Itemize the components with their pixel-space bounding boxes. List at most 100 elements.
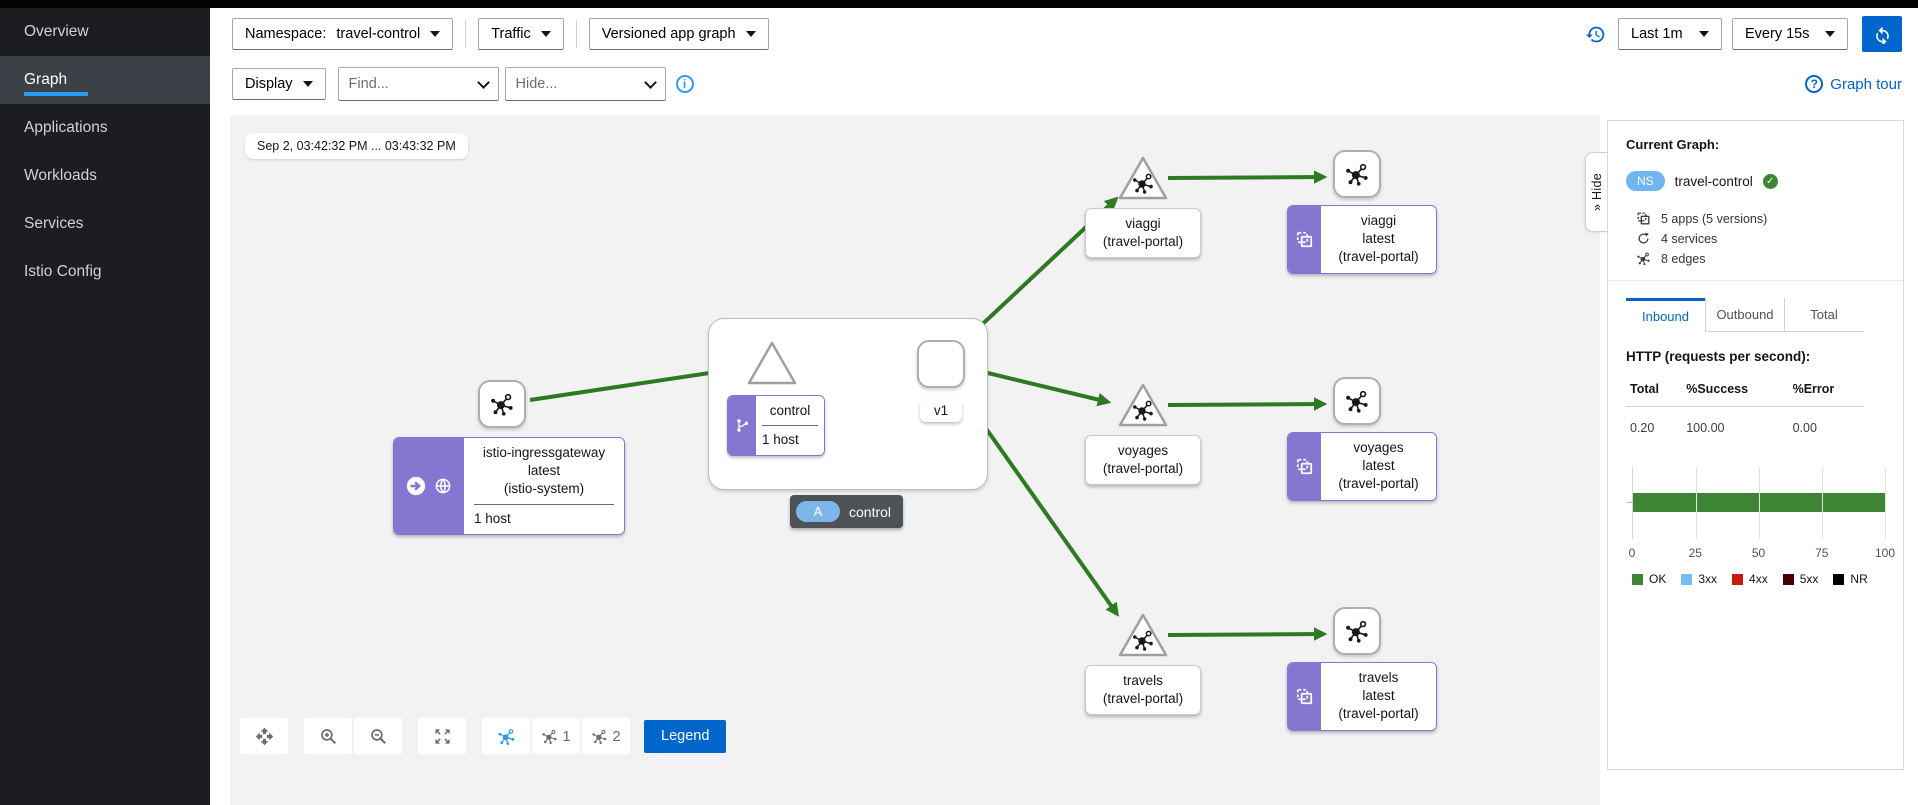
hide-tab-label: » Hide <box>1590 173 1604 211</box>
refresh-interval-dropdown[interactable]: Every 15s <box>1732 18 1848 50</box>
stat-row: 4 services <box>1636 231 1885 246</box>
gateway-icon <box>432 475 454 497</box>
tab-total[interactable]: Total <box>1784 298 1863 332</box>
hide-input-group <box>504 67 666 101</box>
node-name: istio-ingressgateway <box>482 445 606 460</box>
graph-tour-link[interactable]: ? Graph tour <box>1805 75 1902 93</box>
side-panel-hide-tab[interactable]: » Hide <box>1585 152 1608 232</box>
graph-level-2-button[interactable]: 2 <box>582 718 630 754</box>
sidebar-item-label: Applications <box>24 119 108 136</box>
sidebar-item-workloads[interactable]: Workloads <box>0 152 210 200</box>
graph-level-label: 1 <box>562 727 571 745</box>
graph-type-dropdown[interactable]: Versioned app graph <box>588 18 769 50</box>
node-label-travels-app[interactable]: travels latest (travel-portal) <box>1287 662 1437 731</box>
node-label-control-service[interactable]: control 1 host <box>727 395 825 457</box>
chevron-down-icon <box>302 81 313 87</box>
duration-dropdown[interactable]: Last 1m <box>1618 18 1722 50</box>
graph-level-label: 2 <box>612 727 621 745</box>
legend-item-nr: NR <box>1833 572 1868 586</box>
sidebar-item-label: Workloads <box>24 167 97 184</box>
sidebar-item-label: Services <box>24 215 84 232</box>
panel-title: Current Graph: <box>1626 137 1720 152</box>
find-options-chevron-icon[interactable] <box>476 75 490 89</box>
node-version: latest <box>1362 458 1395 474</box>
graph-canvas[interactable]: Sep 2, 03:42:32 PM ... 03:43:32 PM istio… <box>230 115 1600 805</box>
stat-label: 5 apps (5 versions) <box>1661 211 1768 226</box>
table-cell: 0.00 <box>1792 421 1817 435</box>
active-indicator <box>24 92 88 96</box>
zoom-in-button[interactable] <box>304 718 352 754</box>
tab-outbound[interactable]: Outbound <box>1705 298 1784 332</box>
node-istio-ingressgateway[interactable] <box>478 380 526 428</box>
chevron-down-icon <box>540 31 551 37</box>
node-name: voyages <box>1117 443 1169 458</box>
graph-icon <box>541 728 558 745</box>
app-badge-pill: A <box>796 501 840 522</box>
display-dropdown[interactable]: Display <box>232 68 326 100</box>
node-control-service[interactable] <box>745 339 799 387</box>
fit-to-screen-button[interactable] <box>418 718 466 754</box>
graph-level-1-button[interactable]: 1 <box>532 718 580 754</box>
table-header: %Error <box>1792 382 1835 396</box>
zoom-out-icon <box>369 727 388 746</box>
traffic-dropdown[interactable]: Traffic <box>478 18 564 50</box>
time-range-history-icon[interactable] <box>1585 24 1606 45</box>
zoom-in-icon <box>319 727 338 746</box>
node-version: latest <box>1362 231 1395 247</box>
node-voyages-app[interactable] <box>1333 377 1381 425</box>
graph-toolbar-primary: Namespace: travel-control Traffic Versio… <box>210 8 1918 60</box>
node-viaggi-service[interactable] <box>1116 154 1170 202</box>
legend-button[interactable]: Legend <box>644 719 727 753</box>
legend-label: 3xx <box>1698 572 1718 586</box>
node-travels-service[interactable] <box>1116 611 1170 659</box>
node-label-viaggi-app[interactable]: viaggi latest (travel-portal) <box>1287 205 1437 274</box>
node-viaggi-app[interactable] <box>1333 150 1381 198</box>
refresh-button[interactable] <box>1862 16 1902 52</box>
node-label-voyages-service[interactable]: voyages (travel-portal) <box>1085 435 1201 486</box>
node-label-viaggi-service[interactable]: viaggi (travel-portal) <box>1085 208 1201 259</box>
sidebar-item-applications[interactable]: Applications <box>0 104 210 152</box>
node-host: 1 host <box>762 425 818 449</box>
zoom-out-button[interactable] <box>354 718 402 754</box>
node-namespace: (travel-portal) <box>1102 461 1184 477</box>
node-label-istio-ingressgateway[interactable]: istio-ingressgateway latest (istio-syste… <box>393 437 625 535</box>
legend-label: OK <box>1649 572 1667 586</box>
node-label-control-v1[interactable]: v1 <box>920 399 962 422</box>
sidebar-item-overview[interactable]: Overview <box>0 8 210 56</box>
node-control-v1[interactable] <box>917 340 965 388</box>
app-badge-label: control <box>849 503 892 520</box>
find-hide-help-icon[interactable]: i <box>675 75 694 93</box>
graph-level-0-button[interactable] <box>482 718 530 754</box>
node-namespace: (travel-portal) <box>1102 234 1184 250</box>
applications-icon <box>1636 211 1651 226</box>
find-input[interactable] <box>338 76 477 92</box>
node-voyages-service[interactable] <box>1116 381 1170 429</box>
copy-versions-icon <box>1295 457 1314 476</box>
tab-inbound[interactable]: Inbound <box>1626 298 1705 332</box>
namespace-name[interactable]: travel-control <box>1674 173 1753 189</box>
node-label-voyages-app[interactable]: voyages latest (travel-portal) <box>1287 432 1437 501</box>
sidebar-item-graph[interactable]: Graph <box>0 56 210 104</box>
app-node-icon <box>1344 388 1370 414</box>
sidebar-item-istio-config[interactable]: Istio Config <box>0 248 210 296</box>
edges-icon <box>1636 251 1651 266</box>
legend-item-4xx: 4xx <box>1732 572 1768 586</box>
sidebar-item-label: Istio Config <box>24 263 102 280</box>
namespace-row: NS travel-control ✓ <box>1626 171 1885 191</box>
app-node-icon <box>489 391 515 417</box>
node-name: travels <box>1358 670 1399 685</box>
node-namespace: (istio-system) <box>503 481 585 497</box>
services-icon <box>1636 231 1651 246</box>
sidebar-item-services[interactable]: Services <box>0 200 210 248</box>
node-travels-app[interactable] <box>1333 607 1381 655</box>
hide-input[interactable] <box>505 76 644 92</box>
node-namespace: (travel-portal) <box>1338 476 1419 492</box>
node-namespace: (travel-portal) <box>1102 691 1184 707</box>
table-cell: 100.00 <box>1686 421 1725 435</box>
service-triangle-icon <box>747 341 797 385</box>
hide-options-chevron-icon[interactable] <box>643 75 657 89</box>
node-label-travels-service[interactable]: travels (travel-portal) <box>1085 665 1201 716</box>
namespace-dropdown[interactable]: Namespace: travel-control <box>232 18 454 50</box>
pan-button[interactable] <box>240 718 288 754</box>
